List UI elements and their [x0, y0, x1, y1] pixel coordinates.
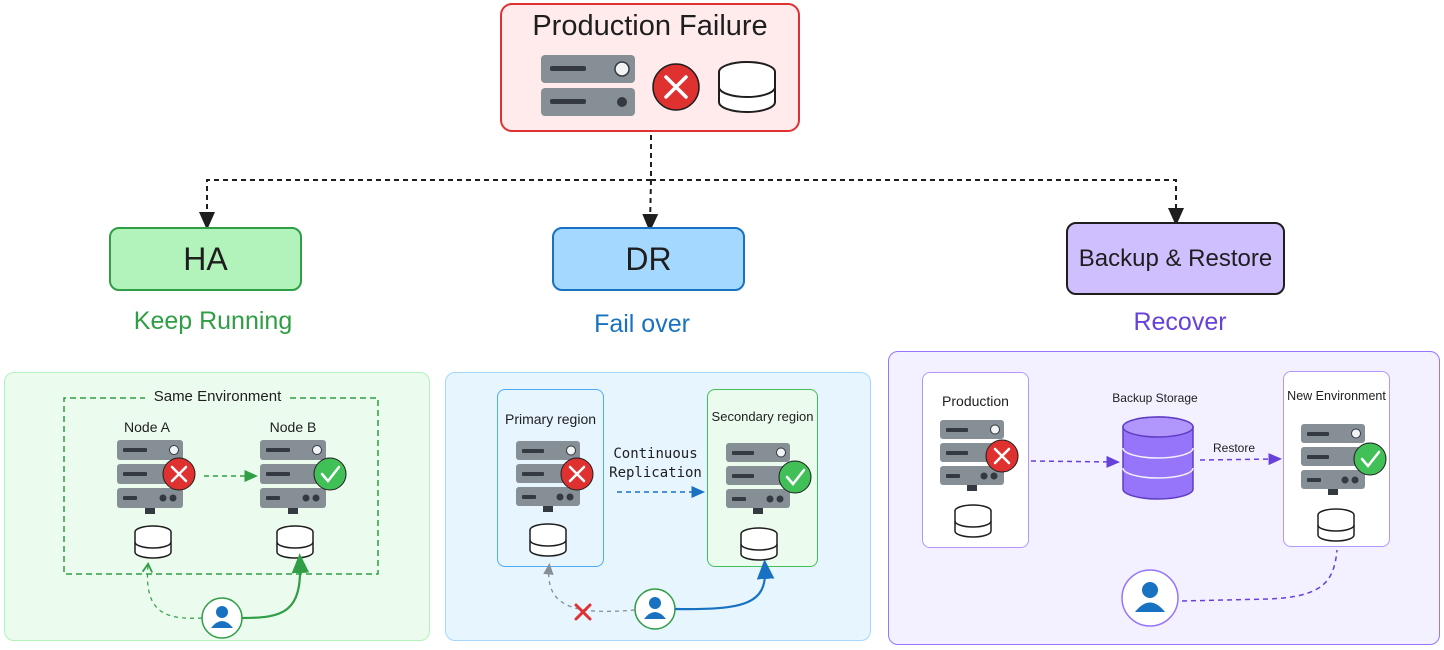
primary-fail-icon	[560, 457, 594, 491]
node-b-ok-icon	[313, 457, 347, 491]
backup-arrow	[1030, 455, 1120, 468]
replication-label-line1: Continuous	[613, 446, 698, 462]
node-b-server-icon	[260, 440, 326, 514]
new-environment-label: New Environment	[1287, 389, 1386, 403]
primary-database-icon	[529, 523, 567, 557]
ha-user-icon	[201, 597, 243, 639]
fail-x-icon	[652, 63, 700, 111]
node-b-database-icon	[276, 525, 314, 559]
node-a-server-icon	[117, 440, 183, 514]
database-icon	[718, 61, 776, 113]
dr-user-to-secondary-arrow	[674, 559, 775, 611]
br-subtitle: Recover	[1133, 308, 1227, 336]
connector-to-br	[651, 179, 1184, 226]
ha-box: HA	[109, 227, 302, 291]
dr-panel-graphics	[516, 441, 812, 630]
br-panel-graphics	[940, 416, 1387, 627]
new-env-server-icon	[1301, 424, 1365, 495]
secondary-ok-icon	[778, 460, 812, 494]
ha-user-to-node-a-arrow	[147, 565, 203, 619]
connector-to-ha	[199, 179, 651, 230]
same-environment-frame	[63, 397, 379, 575]
dr-user-to-primary-arrow	[543, 562, 636, 612]
production-failure-icons	[541, 55, 776, 116]
restore-label: Restore	[1212, 441, 1256, 455]
dr-subtitle: Fail over	[594, 310, 690, 338]
secondary-region-label: Secondary region	[711, 409, 814, 424]
br-user-icon	[1121, 569, 1179, 627]
connector-to-dr	[642, 179, 659, 232]
node-a-fail-icon	[162, 457, 196, 491]
server-icon	[541, 55, 635, 116]
production-database-icon	[954, 504, 992, 538]
backup-storage-icon	[1122, 416, 1194, 500]
node-a-label: Node A	[124, 419, 170, 435]
blocked-x-icon	[574, 603, 592, 621]
replication-label-line2: Replication	[609, 465, 702, 481]
br-user-to-new-env-line	[1181, 549, 1338, 602]
new-env-database-icon	[1317, 508, 1355, 542]
dr-box: DR	[552, 227, 745, 291]
same-environment-label: Same Environment	[145, 388, 290, 405]
ha-subtitle: Keep Running	[133, 307, 293, 335]
secondary-database-icon	[740, 527, 778, 561]
backup-storage-label: Backup Storage	[1112, 391, 1198, 405]
ha-panel-graphics	[63, 397, 379, 639]
production-fail-icon	[985, 439, 1019, 473]
dr-user-icon	[634, 588, 676, 630]
secondary-server-icon	[726, 443, 790, 514]
restore-arrow	[1199, 453, 1282, 466]
production-failure-title: Production Failure	[532, 9, 768, 42]
ha-panel	[4, 372, 430, 641]
production-label: Production	[942, 393, 1009, 409]
new-env-ok-icon	[1353, 442, 1387, 476]
backup-restore-box: Backup & Restore	[1066, 222, 1285, 295]
node-a-database-icon	[134, 525, 172, 559]
primary-region-label: Primary region	[504, 411, 597, 427]
node-b-label: Node B	[269, 419, 317, 435]
ha-user-to-node-b-arrow	[241, 553, 310, 620]
